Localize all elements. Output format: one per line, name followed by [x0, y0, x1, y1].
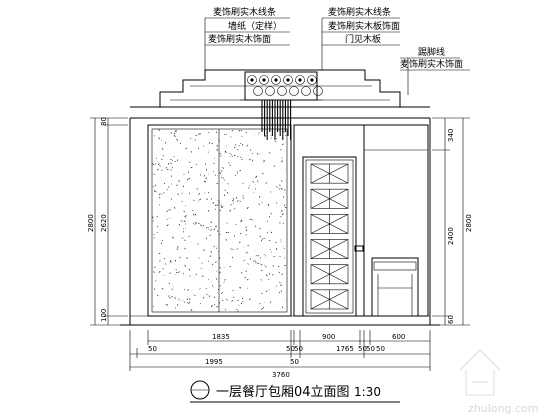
annotation-right-4: 踢脚线 — [418, 46, 445, 58]
left-dim-inner: 2620 — [100, 214, 108, 232]
left-dimensions — [90, 117, 128, 326]
carved-panel — [240, 71, 323, 101]
right-dim-inner: 2400 — [447, 227, 455, 245]
title-symbol — [190, 380, 400, 403]
pendant-strands — [261, 100, 292, 140]
right-dim-top: 340 — [447, 129, 455, 142]
bottom-dim-900: 900 — [322, 333, 335, 341]
right-dim-total: 2800 — [465, 214, 473, 232]
bottom-dim-total: 3760 — [272, 371, 290, 379]
left-dim-bottom: 100 — [100, 309, 108, 322]
bottom-dim-50-mid: 50 — [290, 358, 299, 366]
bottom-dim-50b: 50 — [294, 345, 303, 353]
bottom-dim-50-right: 50 — [376, 345, 385, 353]
annotation-left-2: 墙纸（定样） — [228, 20, 282, 32]
watermark-logo — [459, 349, 501, 396]
annotation-right-2: 麦饰刷实木板饰面 — [328, 20, 400, 32]
right-dim-bottom: 60 — [447, 315, 455, 324]
lattice-door — [293, 124, 365, 317]
side-cabinet — [363, 124, 429, 317]
right-dimensions — [432, 117, 470, 326]
wall-outline — [120, 118, 440, 326]
bottom-dim-50a: 50 — [286, 345, 295, 353]
bottom-dimensions — [129, 330, 431, 371]
annotation-right-5: 麦饰刷实木饰面 — [400, 58, 463, 70]
bottom-dim-50-left: 50 — [148, 345, 157, 353]
bottom-dim-50c: 50 — [358, 345, 367, 353]
drawing-title: 一层餐厅包厢04立面图 — [216, 384, 350, 400]
bottom-dim-1765: 1765 — [336, 345, 354, 353]
wallpaper-panel — [147, 124, 292, 317]
bottom-dim-50d: 50 — [366, 345, 375, 353]
left-dim-top: 80 — [100, 117, 108, 126]
bottom-dim-600: 600 — [392, 333, 405, 341]
annotation-left-1: 麦饰刷实木线条 — [213, 6, 276, 18]
bottom-dim-1995: 1995 — [205, 358, 223, 366]
annotation-leaders — [204, 17, 470, 95]
annotation-right-3: 门见木板 — [345, 33, 381, 45]
annotation-right-1: 麦饰刷实木线条 — [328, 6, 391, 18]
bottom-dim-1835: 1835 — [212, 333, 230, 341]
annotation-left-3: 麦饰刷实木饰面 — [208, 33, 271, 45]
watermark-text: zhulong.com — [468, 402, 538, 415]
left-dim-total: 2800 — [87, 214, 95, 232]
drawing-scale: 1:30 — [354, 385, 381, 399]
